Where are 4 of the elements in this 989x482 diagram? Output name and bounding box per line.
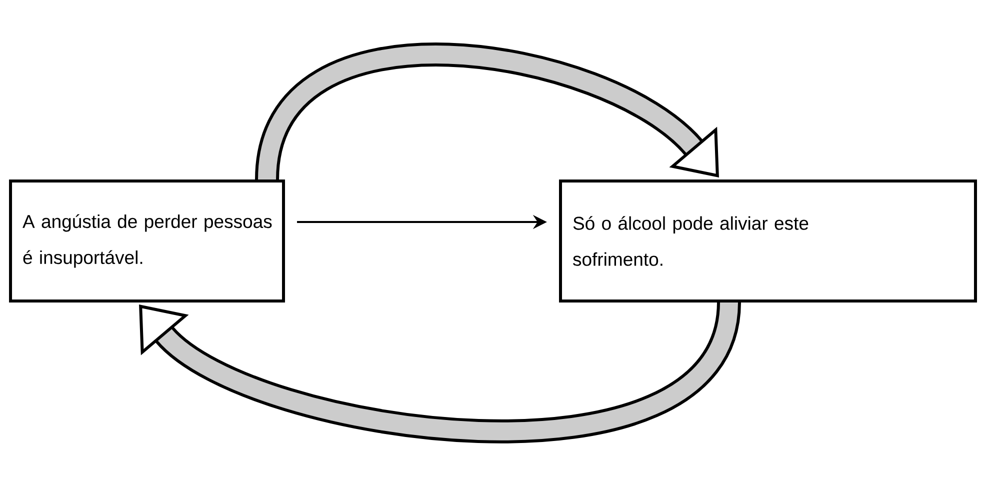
block-arrow [255, 42, 719, 182]
block-arrow [139, 300, 741, 443]
text-box: A angústia de perder pessoas é insuportável. [9, 180, 285, 302]
text-box: Só o álcool pode aliviar este sofrimento. [559, 180, 977, 302]
